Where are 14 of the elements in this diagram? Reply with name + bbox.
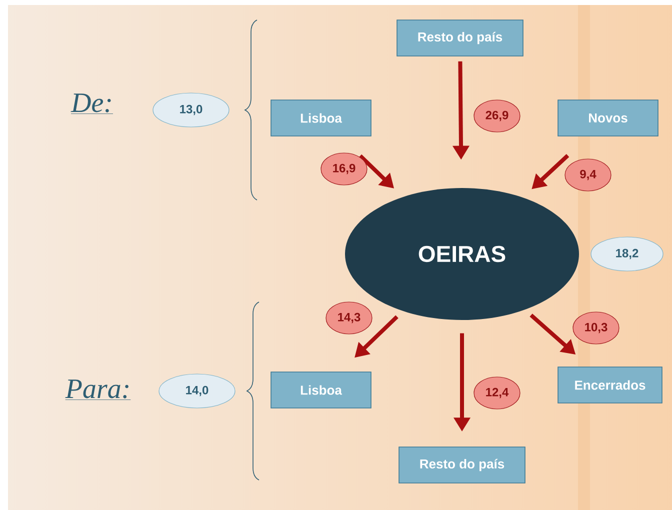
section-heading: Para: xyxy=(65,380,131,400)
edge-label: 14,3 xyxy=(326,302,372,334)
edge-label: 10,3 xyxy=(572,312,620,344)
place-box: Resto do país xyxy=(396,20,524,56)
place-box: Resto do país xyxy=(398,446,526,484)
place-box: Encerrados xyxy=(558,366,662,404)
edge-label: 9,4 xyxy=(564,158,612,192)
edge-label: 26,9 xyxy=(474,100,520,132)
place-box: Novos xyxy=(558,100,658,136)
edge-label: 12,4 xyxy=(474,376,520,410)
place-box: Lisboa xyxy=(270,372,372,408)
edge-label: 16,9 xyxy=(320,152,368,186)
place-box: Lisboa xyxy=(270,100,372,136)
section-heading: De: xyxy=(70,94,114,114)
